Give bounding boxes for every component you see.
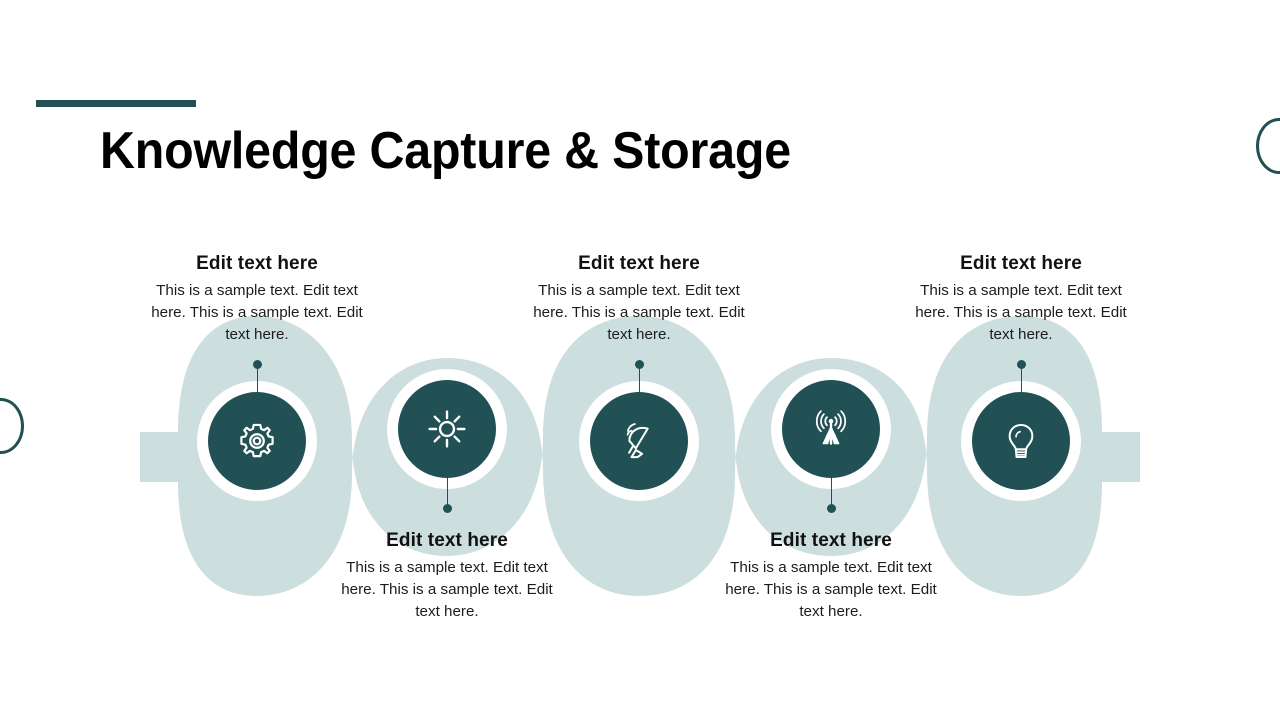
node-2-body: This is a sample text. Edit text here. T… — [341, 558, 553, 621]
node-2-connector-dot — [443, 504, 452, 513]
node-1-connector-dot — [253, 360, 262, 369]
node-3-body: This is a sample text. Edit text here. T… — [533, 281, 745, 344]
node-4-text: Edit text here This is a sample text. Ed… — [716, 529, 946, 623]
node-4-body: This is a sample text. Edit text here. T… — [725, 558, 937, 621]
page-title: Knowledge Capture & Storage — [100, 122, 791, 180]
node-5-icon-circle[interactable] — [972, 392, 1070, 490]
sun-icon — [425, 407, 469, 451]
node-4-icon-circle[interactable] — [782, 380, 880, 478]
node-1-text: Edit text here This is a sample text. Ed… — [142, 252, 372, 346]
satellite-dish-icon — [617, 419, 661, 463]
title-accent-bar — [36, 100, 196, 107]
node-2-icon-circle[interactable] — [398, 380, 496, 478]
node-1-connector-line — [256, 366, 259, 394]
node-5-text: Edit text here This is a sample text. Ed… — [906, 252, 1136, 346]
node-5-connector-dot — [1017, 360, 1026, 369]
node-4-connector-dot — [827, 504, 836, 513]
node-4-connector-line — [830, 478, 833, 506]
node-1-icon-circle[interactable] — [208, 392, 306, 490]
node-3-heading: Edit text here — [578, 253, 700, 274]
node-3-icon-circle[interactable] — [590, 392, 688, 490]
node-4-heading: Edit text here — [770, 530, 892, 551]
node-2-text: Edit text here This is a sample text. Ed… — [332, 529, 562, 623]
node-5-connector-line — [1020, 366, 1023, 394]
broadcast-tower-icon — [809, 407, 853, 451]
node-5-heading: Edit text here — [960, 253, 1082, 274]
node-2-heading: Edit text here — [386, 530, 508, 551]
node-1-heading: Edit text here — [196, 253, 318, 274]
node-3-connector-dot — [635, 360, 644, 369]
node-2-connector-line — [446, 478, 449, 506]
lightbulb-icon — [999, 419, 1043, 463]
gear-icon — [235, 419, 279, 463]
node-3-text: Edit text here This is a sample text. Ed… — [524, 252, 754, 346]
node-3-connector-line — [638, 366, 641, 394]
node-1-body: This is a sample text. Edit text here. T… — [151, 281, 363, 344]
node-5-body: This is a sample text. Edit text here. T… — [915, 281, 1127, 344]
